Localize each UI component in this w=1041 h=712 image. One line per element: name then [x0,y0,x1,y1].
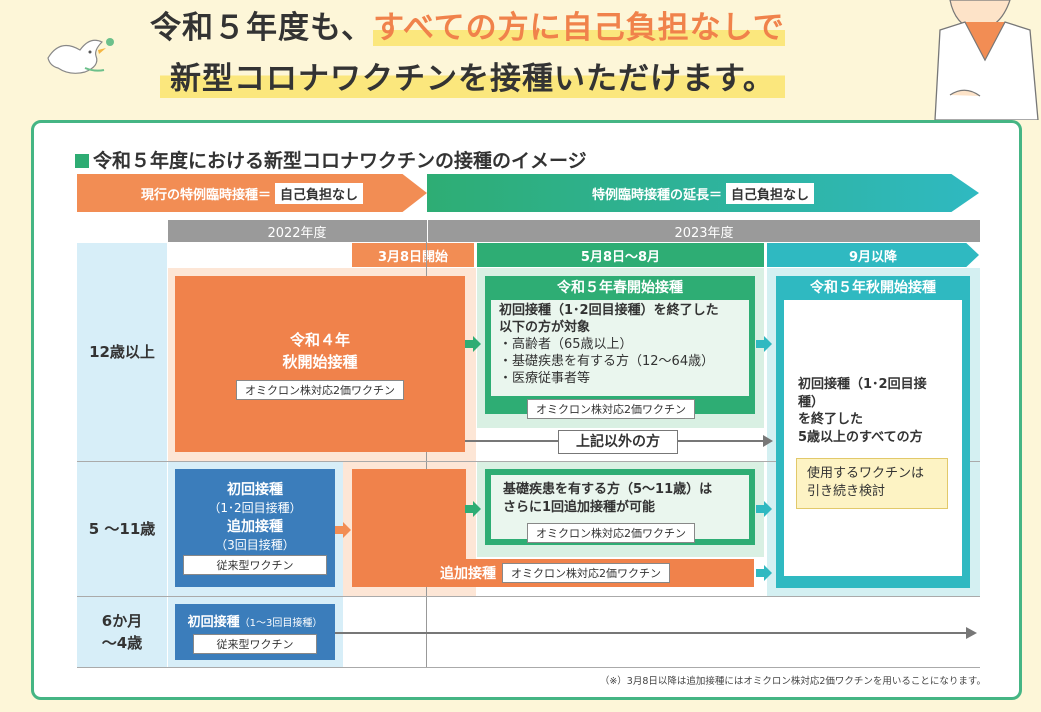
period-may-aug: 5月8日～8月 [477,243,764,267]
year-2022: 2022年度 [168,220,426,242]
r5-spring-inner: 初回接種（1･2回目接種）を終了した 以下の方が対象 ・高齢者（65歳以上） ・… [491,300,749,396]
infant-arrowhead [966,627,977,639]
headline-line1-plain: 令和５年度も、 [150,10,374,46]
arrow-to-autumn-1 [756,336,772,352]
arrow-extension-label: 特例臨時接種の延長＝ [591,187,722,203]
child-primary-line3: 追加接種 [227,519,283,535]
r5-spring-item-0: ・高齢者（65歳以上） [499,336,633,352]
r5-autumn-box: 令和５年秋開始接種 初回接種（1･2回目接種） を終了した 5歳以上のすべての方… [776,276,970,588]
r5-spring-title: 令和５年春開始接種 [557,280,683,296]
row-divider-3 [77,667,980,668]
infant-chip: 従来型ワクチン [193,634,317,654]
r5-spring-box: 令和５年春開始接種 初回接種（1･2回目接種）を終了した 以下の方が対象 ・高齢… [485,276,755,414]
arrow-extension: 特例臨時接種の延長＝自己負担なし [427,174,979,212]
others-label: 上記以外の方 [558,430,678,454]
period-march8: 3月8日開始 [352,243,474,267]
child-orange-block [352,469,466,559]
row-label-12plus: 12歳以上 [77,243,167,461]
r5-spring-chip: オミクロン株対応2価ワクチン [527,399,695,419]
doctor-illustration [934,0,1039,120]
others-arrowhead [763,435,773,447]
arrow-to-child-green [465,501,481,517]
arrow-child-to-booster [335,522,351,538]
infant-detail: （1～3回目接種） [239,618,323,629]
panel-title-text: 令和５年度における新型コロナワクチンの接種のイメージ [93,150,587,172]
year-2023: 2023年度 [428,220,980,242]
arrow-booster-to-autumn [756,565,772,581]
r5-autumn-inner: 初回接種（1･2回目接種） を終了した 5歳以上のすべての方 使用するワクチンは… [784,300,962,576]
infant-title: 初回接種 [187,615,240,630]
arrow-to-spring [465,336,481,352]
r5-spring-target: 初回接種（1･2回目接種）を終了した 以下の方が対象 [499,303,719,335]
row-divider-1 [77,461,980,462]
arrow-current-chip: 自己負担なし [275,182,364,204]
footnote: （※）3月8日以降は追加接種にはオミクロン株対応2価ワクチンを用いることになりま… [599,676,986,687]
infant-line [335,632,967,634]
arrow-current-label: 現行の特例臨時接種＝ [140,187,271,203]
dove-illustration [47,38,114,74]
r4-autumn-box: 令和４年 秋開始接種 オミクロン株対応2価ワクチン [175,276,465,452]
child-booster-chip: オミクロン株対応2価ワクチン [502,563,670,583]
child-primary-line2: （1･2回目接種） [208,501,302,515]
panel-title: 令和５年度における新型コロナワクチンの接種のイメージ [75,146,587,173]
infant-box: 初回接種（1～3回目接種） 従来型ワクチン [175,604,335,660]
arrow-child-green-to-autumn [756,501,772,517]
r5-spring-item-2: ・医療従事者等 [499,370,591,386]
r5-autumn-title: 令和５年秋開始接種 [810,280,936,296]
row-label-infant: 6か月 ～4歳 [77,597,167,667]
child-underlying-chip: オミクロン株対応2価ワクチン [527,523,695,543]
arrow-extension-chip: 自己負担なし [726,182,815,204]
child-underlying-body: 基礎疾患を有する方（5～11歳）は さらに1回追加接種が可能 [503,482,713,515]
r4-autumn-title: 令和４年 秋開始接種 [282,330,358,372]
r5-spring-item-1: ・基礎疾患を有する方（12～64歳） [499,353,715,369]
period-sept: 9月以降 [767,243,979,267]
r5-autumn-body: 初回接種（1･2回目接種） を終了した 5歳以上のすべての方 [798,377,927,445]
child-primary-line4: （3回目接種） [215,538,295,552]
headline-line2: 新型コロナワクチンを接種いただけます。 [160,53,785,98]
child-booster-bar: 追加接種 オミクロン株対応2価ワクチン [352,559,754,587]
arrow-current-special: 現行の特例臨時接種＝自己負担なし [77,174,427,212]
child-primary-chip: 従来型ワクチン [183,555,327,575]
headline-line1-accent: すべての方に自己負担なしで [373,10,785,46]
headline-line1: 令和５年度も、すべての方に自己負担なしで [150,2,785,47]
child-primary-line1: 初回接種 [227,482,283,498]
r4-autumn-chip: オミクロン株対応2価ワクチン [236,379,404,400]
child-booster-label: 追加接種 [440,566,496,582]
row-divider-2 [77,596,980,597]
r5-autumn-vaccine-note: 使用するワクチンは 引き続き検討 [796,458,948,509]
title-square-icon [75,154,89,168]
row-label-5-11: 5 ～11歳 [77,462,167,596]
infant-title-row: 初回接種（1～3回目接種） [175,611,335,630]
child-primary-box: 初回接種 （1･2回目接種） 追加接種 （3回目接種） 従来型ワクチン [175,469,335,587]
row-label-infant-text: 6か月 ～4歳 [101,611,143,653]
